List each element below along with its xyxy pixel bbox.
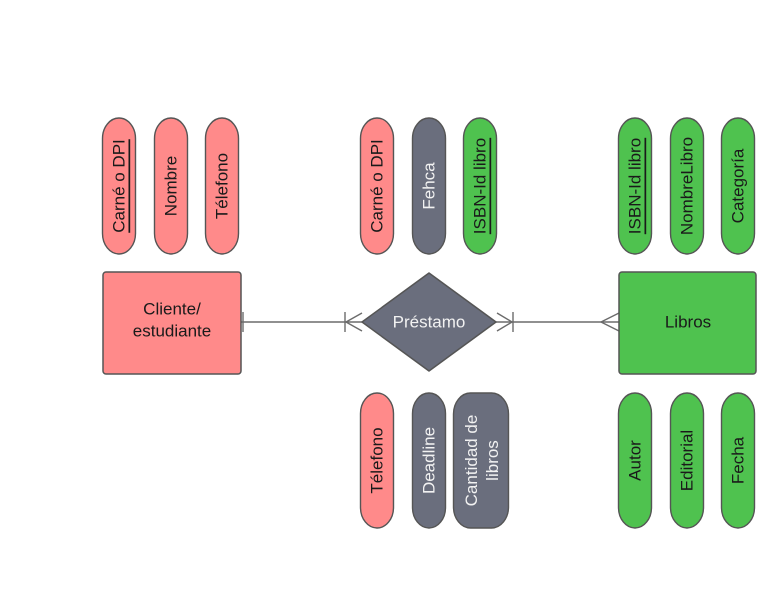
attribute-pill xyxy=(411,117,447,255)
attribute-pill xyxy=(669,392,705,529)
attribute-pill xyxy=(462,117,498,255)
libros-box xyxy=(618,271,757,375)
attribute-pill xyxy=(720,392,756,529)
libros-bottom-attribute-1: Autor xyxy=(617,392,653,529)
attribute-label: Categoría xyxy=(729,148,748,223)
attribute-pill xyxy=(617,117,653,255)
attribute-label: Carné o DPI xyxy=(368,139,387,233)
cliente-box xyxy=(102,271,242,375)
libros-top-attribute-3: Categoría xyxy=(720,117,756,255)
cliente-top-attribute-2: Nombre xyxy=(153,117,189,255)
attribute-label: Editorial xyxy=(678,430,697,491)
attribute-pill xyxy=(669,117,705,255)
attribute-label: Deadline xyxy=(420,427,439,494)
attribute-pill xyxy=(153,117,189,255)
entity-libros: Libros xyxy=(618,271,757,375)
attribute-pill xyxy=(617,392,653,529)
cliente-attributes-top: Carné o DPI Nombre Télefono xyxy=(101,117,240,255)
libros-bottom-attribute-2: Editorial xyxy=(669,392,705,529)
attribute-pill xyxy=(101,117,137,255)
relationship-prestamo: Préstamo xyxy=(361,272,497,372)
cliente-top-attribute-3: Télefono xyxy=(204,117,240,255)
cliente-top-attribute-1: Carné o DPI xyxy=(101,117,137,255)
attribute-label: ISBN-Id libro xyxy=(471,138,490,234)
cliente-label-line2: estudiante xyxy=(133,322,211,341)
prestamo-attributes-top: Carné o DPI Fehca ISBN-Id libro xyxy=(359,117,498,255)
prestamo-bottom-attribute-2: Deadline xyxy=(411,392,447,529)
prestamo-bottom-attribute-1: Télefono xyxy=(359,392,395,529)
attribute-pill xyxy=(359,117,395,255)
attribute-pill xyxy=(720,117,756,255)
prestamo-right-crowfoot xyxy=(496,312,514,332)
attribute-label: NombreLibro xyxy=(678,137,697,235)
libros-crowfoot xyxy=(600,312,620,332)
libros-top-attribute-1: ISBN-Id libro xyxy=(617,117,653,255)
libros-bottom-attribute-3: Fecha xyxy=(720,392,756,529)
attribute-pill xyxy=(452,392,510,529)
prestamo-top-attribute-1: Carné o DPI xyxy=(359,117,395,255)
prestamo-left-crowfoot xyxy=(344,312,363,332)
prestamo-top-attribute-2: Fehca xyxy=(411,117,447,255)
attribute-pill xyxy=(411,392,447,529)
attribute-label: Carné o DPI xyxy=(110,139,129,233)
prestamo-diamond xyxy=(361,272,497,372)
prestamo-label: Préstamo xyxy=(393,313,466,332)
attribute-label: Nombre xyxy=(162,156,181,216)
libros-label: Libros xyxy=(665,313,711,332)
attribute-label: ISBN-Id libro xyxy=(626,138,645,234)
entity-cliente: Cliente/ estudiante xyxy=(102,271,242,375)
attribute-pill xyxy=(359,392,395,529)
libros-attributes-bottom: Autor Editorial Fecha xyxy=(617,392,756,529)
relationship-lines xyxy=(241,312,620,332)
prestamo-top-attribute-3: ISBN-Id libro xyxy=(462,117,498,255)
libros-attributes-top: ISBN-Id libro NombreLibro Categoría xyxy=(617,117,756,255)
attribute-label: Télefono xyxy=(213,153,232,219)
attribute-label: Télefono xyxy=(368,427,387,493)
attribute-label: Fehca xyxy=(420,162,439,210)
cliente-label-line1: Cliente/ xyxy=(143,300,201,319)
attribute-label: Fecha xyxy=(729,436,748,484)
attribute-label: Autor xyxy=(626,440,645,481)
attribute-pill xyxy=(204,117,240,255)
libros-top-attribute-2: NombreLibro xyxy=(669,117,705,255)
